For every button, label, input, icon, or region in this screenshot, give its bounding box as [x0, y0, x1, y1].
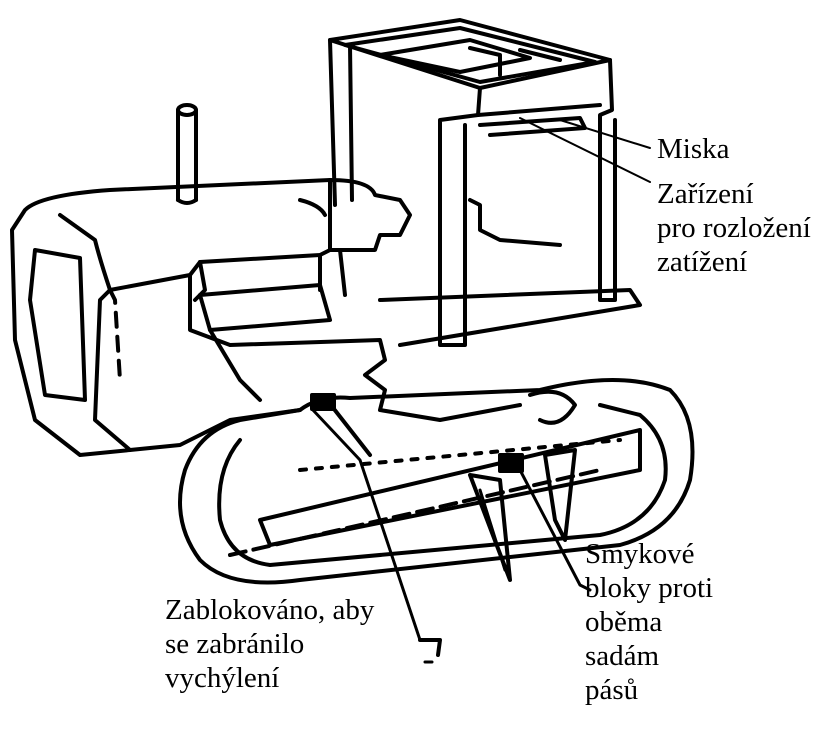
label-shear-blocks: Smykové bloky proti oběma sadám pásů — [585, 537, 713, 707]
label-line: pásů — [585, 674, 639, 706]
label-line: Zablokováno, aby — [165, 594, 375, 626]
label-line: pro rozložení — [657, 212, 811, 244]
label-line: sadám — [585, 640, 660, 672]
label-line: se zabránilo — [165, 628, 305, 660]
label-blocked: Zablokováno, aby se zabránilo vychýlení — [165, 593, 374, 695]
label-line: vychýlení — [165, 662, 280, 694]
label-line: oběma — [585, 606, 663, 638]
leader-lines — [519, 117, 651, 183]
engine-hood — [10, 178, 412, 457]
label-miska: Miska — [657, 133, 730, 165]
blocking-straps — [310, 393, 592, 664]
track-assembly — [178, 378, 695, 585]
label-line: Zařízení — [657, 178, 754, 210]
label-line: zatížení — [657, 246, 748, 278]
label-load-distribution-device: Zařízení pro rozložení zatížení — [657, 177, 811, 279]
label-line: bloky proti — [585, 572, 714, 604]
label-line: Smykové — [585, 538, 695, 570]
chassis-frame — [128, 248, 642, 452]
cab-frame — [328, 18, 617, 347]
